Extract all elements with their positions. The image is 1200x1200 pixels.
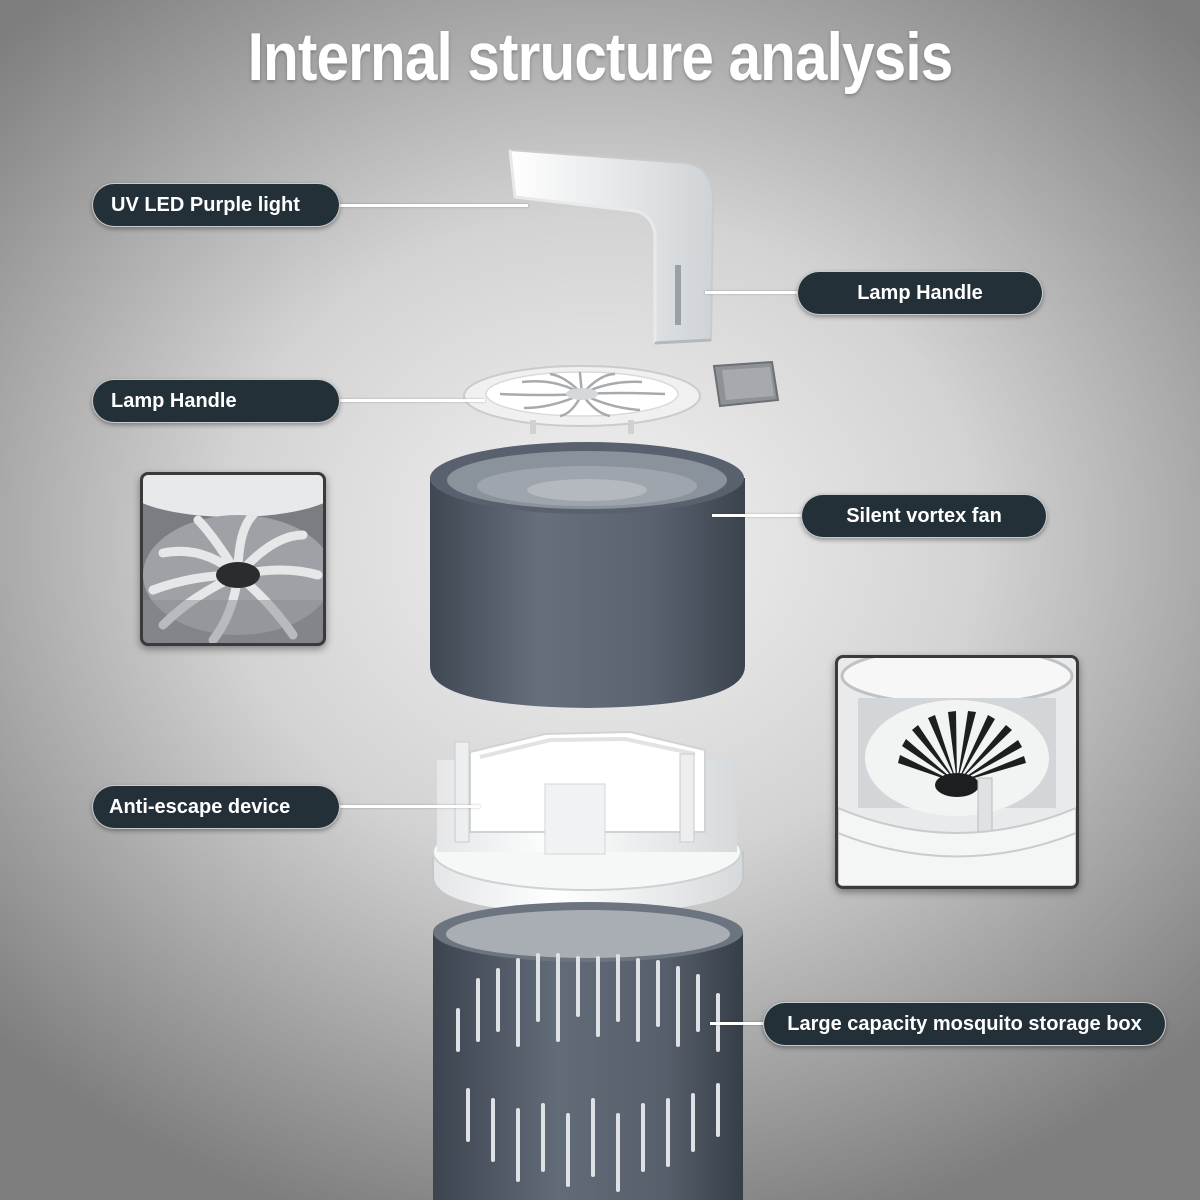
lamp-handle-left-leader-line (340, 399, 485, 402)
lamp-handle-left-label: Lamp Handle (92, 379, 340, 423)
anti-escape-illustration (432, 730, 744, 923)
uv-led-label-text: UV LED Purple light (111, 193, 300, 216)
lamp-handle-right-label-text: Lamp Handle (857, 281, 983, 304)
silent-fan-label-text: Silent vortex fan (846, 504, 1002, 527)
storage-box-label-text: Large capacity mosquito storage box (787, 1012, 1142, 1035)
storage-box-illustration (433, 902, 743, 1200)
silent-fan-label: Silent vortex fan (801, 494, 1047, 538)
storage-box-label: Large capacity mosquito storage box (763, 1002, 1166, 1046)
fan-blade-illustration (463, 365, 701, 434)
fan-closeup-image (143, 475, 323, 643)
anti-escape-label-text: Anti-escape device (109, 795, 291, 818)
uv-led-leader-line (338, 204, 528, 207)
anti-escape-closeup-inset (835, 655, 1079, 889)
anti-escape-label: Anti-escape device (92, 785, 340, 829)
lamp-handle-right-label: Lamp Handle (797, 271, 1043, 315)
anti-escape-leader-line (340, 805, 480, 808)
fan-housing-illustration (430, 442, 745, 708)
storage-box-leader-line (710, 1022, 765, 1025)
lamp-handle-illustration (508, 148, 715, 345)
anti-escape-closeup-image (838, 658, 1076, 886)
silent-fan-leader-line (712, 514, 802, 517)
lamp-handle-left-label-text: Lamp Handle (111, 389, 237, 412)
lamp-handle-right-leader-line (705, 291, 798, 294)
connector-clip-illustration (712, 360, 780, 408)
fan-closeup-inset (140, 472, 326, 646)
uv-led-label: UV LED Purple light (92, 183, 340, 227)
page-title: Internal structure analysis (247, 19, 954, 95)
